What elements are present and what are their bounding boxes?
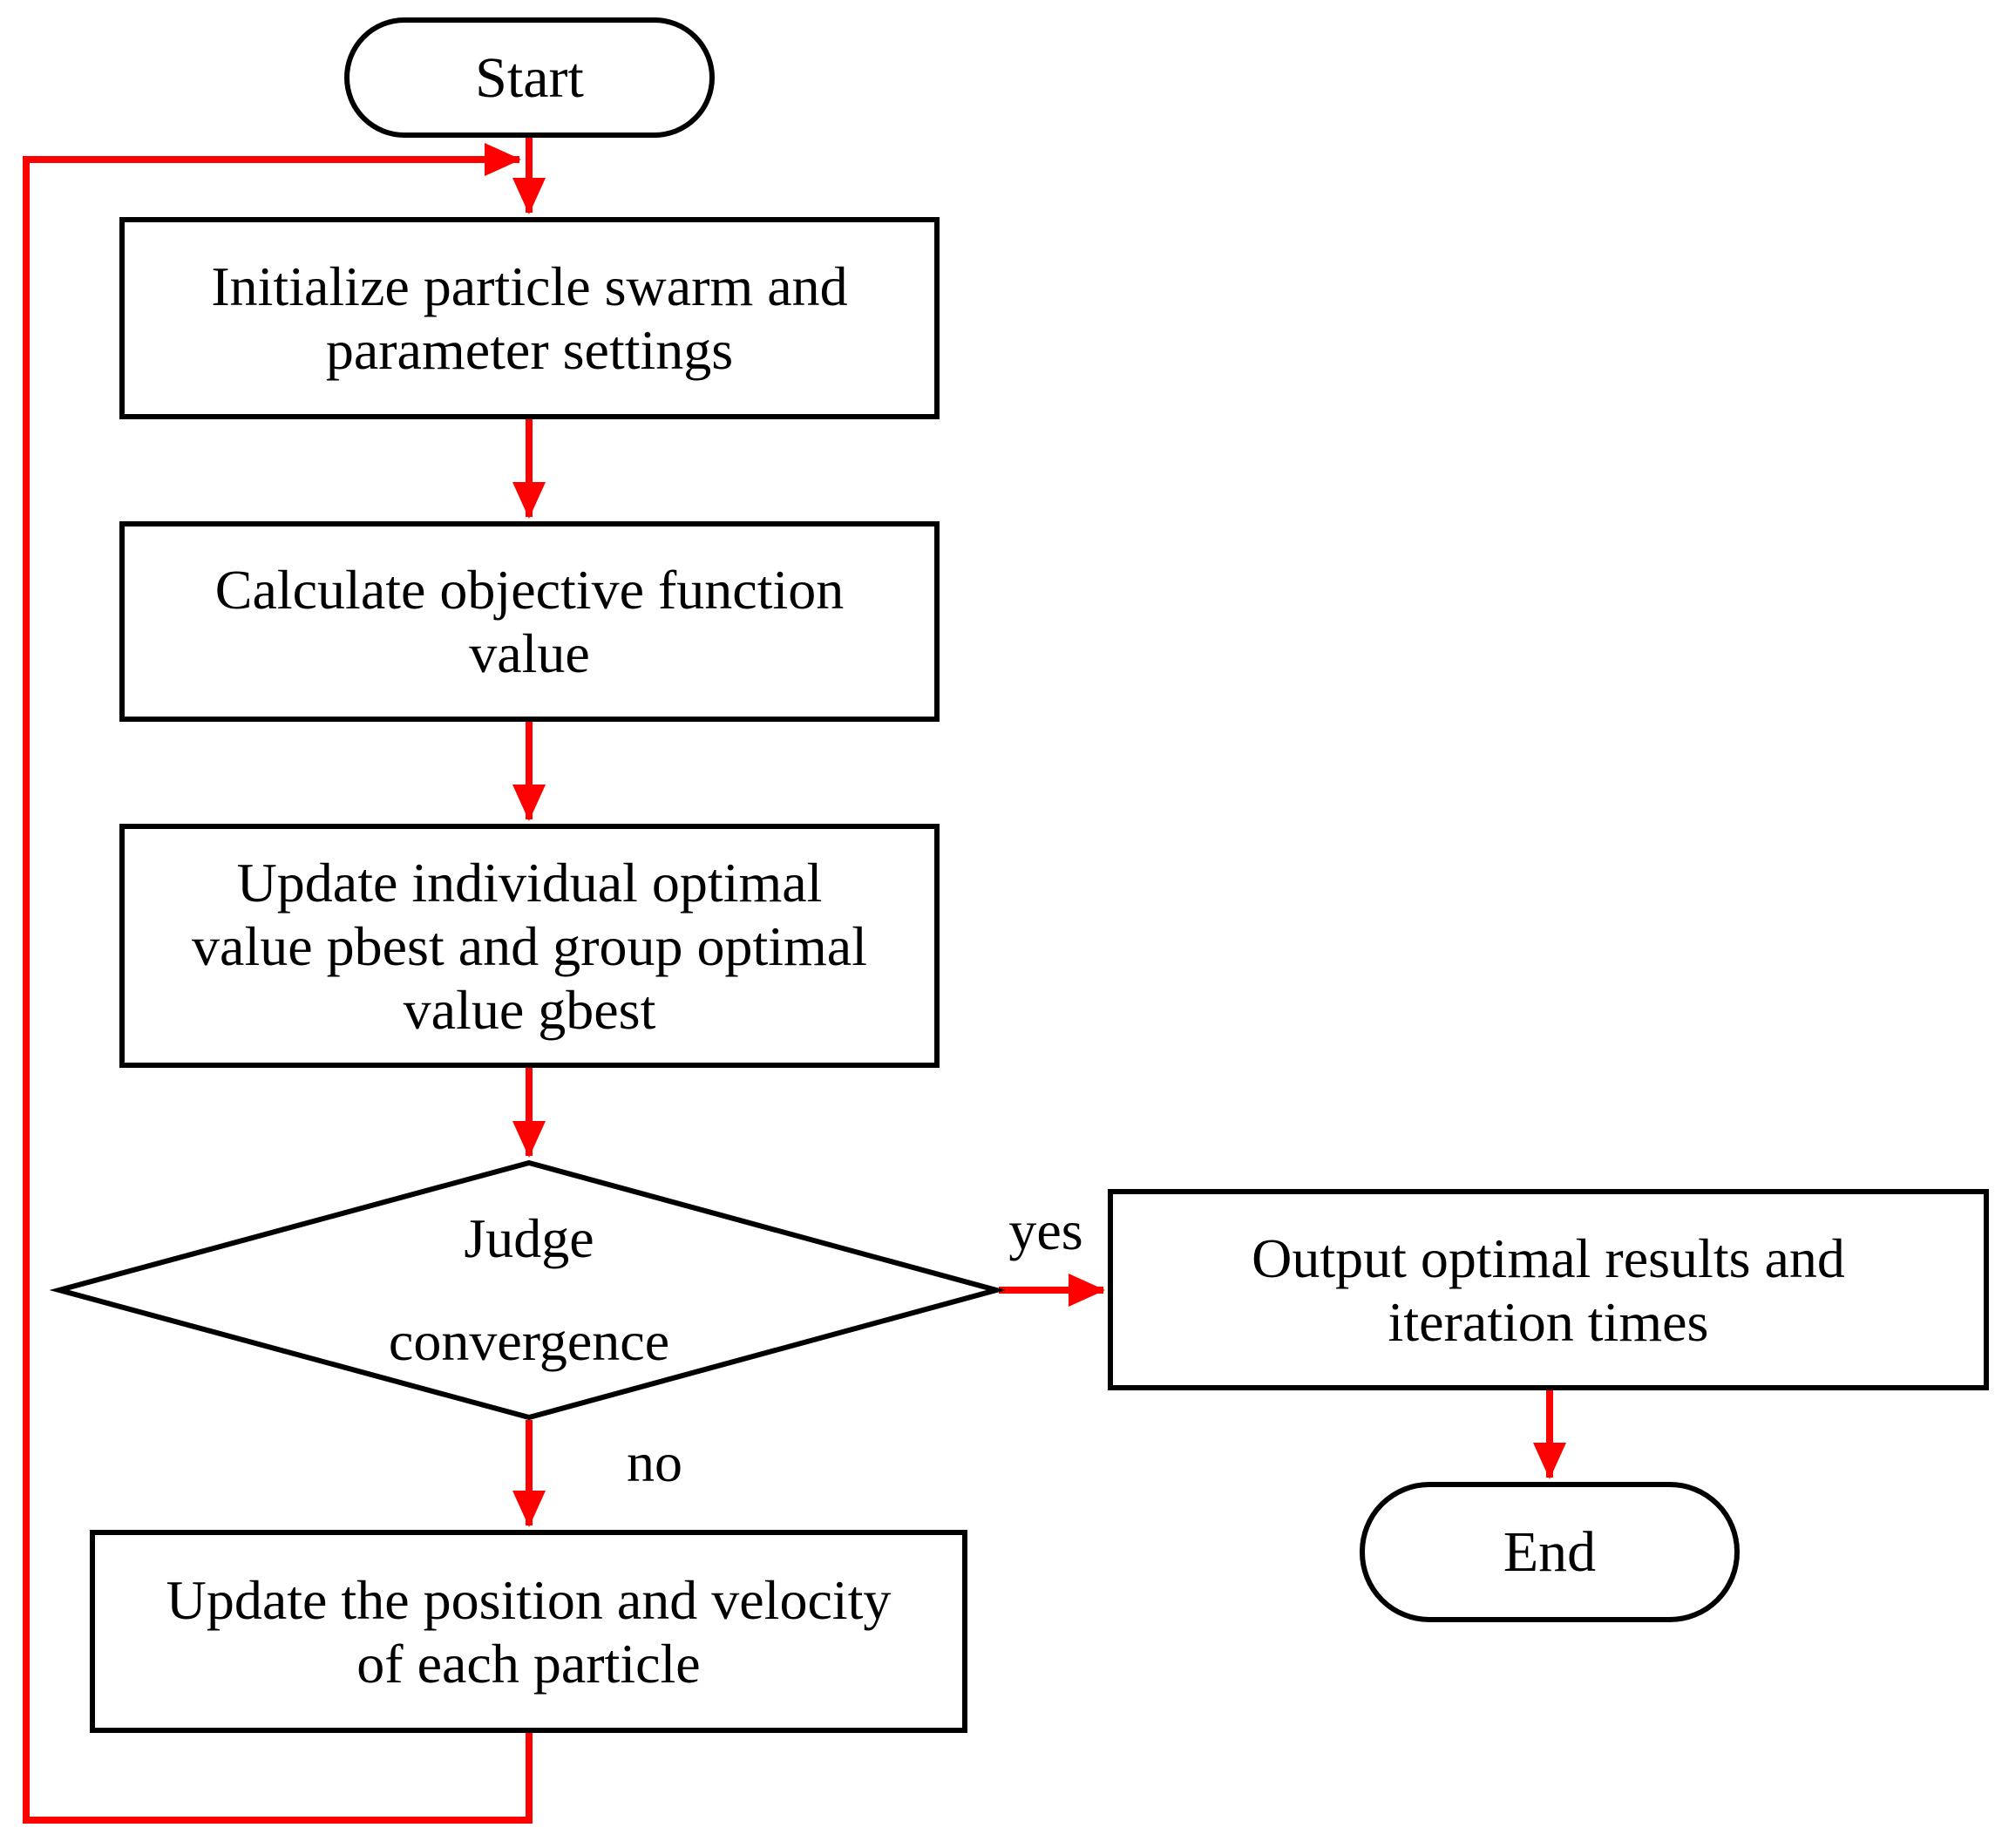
node-end-label: End: [1503, 1520, 1597, 1584]
node-calculate-label: Calculate objective function value: [214, 559, 845, 684]
process-shape-update-particles: [90, 1530, 967, 1733]
node-judge-label: Judge convergence: [388, 1207, 670, 1372]
node-output-label: Output optimal results and iteration tim…: [1252, 1226, 1845, 1353]
node-initialize-label: Initialize particle swarm and parameter …: [211, 255, 848, 381]
terminator-shape-end: [1360, 1482, 1740, 1622]
node-start-label: Start: [475, 45, 584, 110]
process-shape-calculate: [119, 521, 940, 722]
node-update-best-label: Update individual optimal value pbest an…: [192, 851, 867, 1041]
edge-update-particles-to-initialize-loop: [23, 143, 533, 1824]
terminator-shape-start: [344, 17, 715, 138]
process-shape-update-best: [119, 824, 940, 1068]
process-shape-initialize: [119, 217, 940, 419]
process-shape-output: [1108, 1189, 1989, 1390]
edge-label-yes: yes: [1008, 1199, 1083, 1261]
edge-label-no: no: [627, 1431, 682, 1493]
node-update-particles-label: Update the position and velocity of each…: [166, 1568, 892, 1695]
decision-shape-judge: [49, 1159, 1007, 1421]
